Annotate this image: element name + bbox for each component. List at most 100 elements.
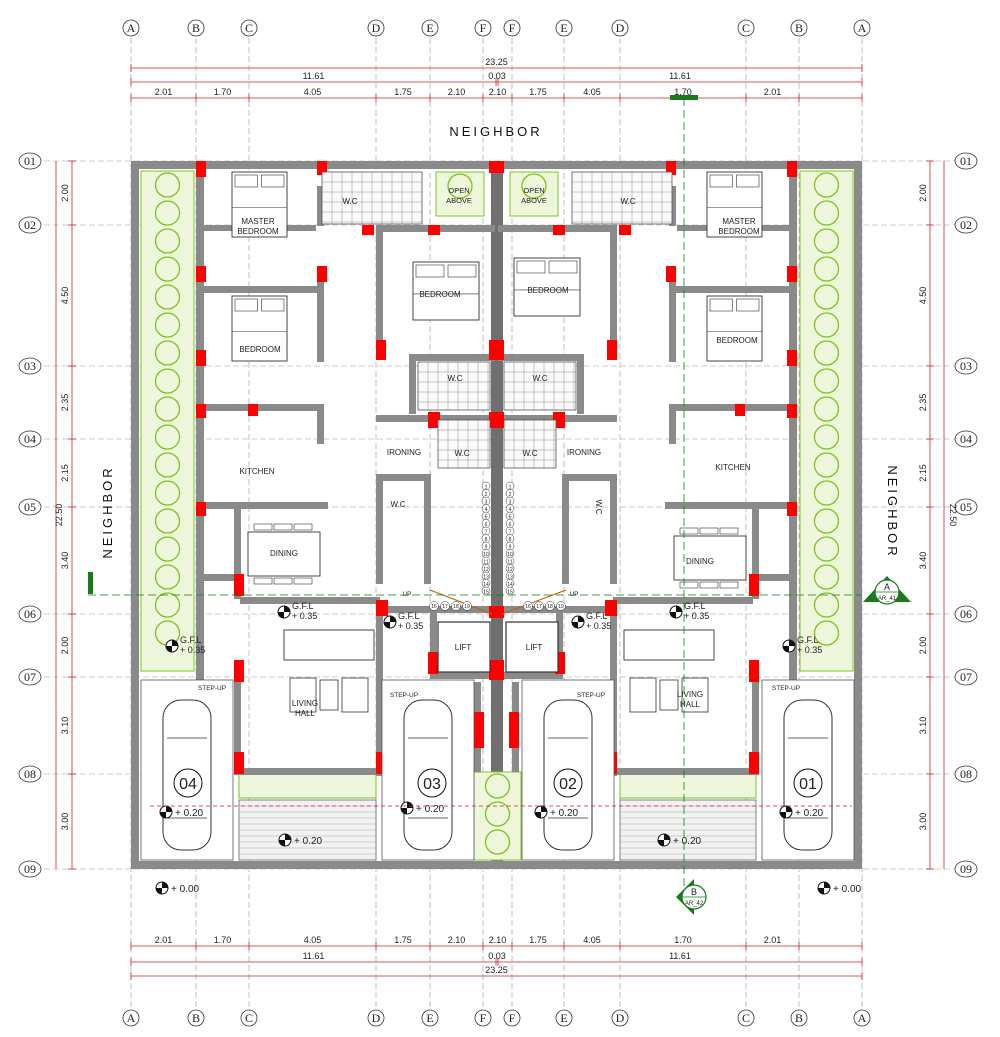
grid-bubble-top (853, 19, 871, 37)
lift-right (505, 621, 559, 673)
level-gfl-1-value: + 0.35 (292, 611, 317, 621)
level-gfl-6-value: + 0.35 (797, 645, 822, 655)
stair-right-step-number: 7 (509, 530, 512, 536)
structural-column (317, 266, 327, 282)
stair-bottom-number: 17 (442, 604, 448, 610)
unit-number: 03 (423, 776, 441, 793)
structural-column (196, 266, 206, 282)
level-gfl-5-fill (166, 646, 172, 652)
dimension-segments-bottom-label: 2.01 (764, 935, 782, 945)
unit-number: 04 (179, 776, 197, 793)
structural-column (749, 752, 759, 774)
stair-bottom-number: 17 (536, 604, 542, 610)
label-bedroom-center-left: BEDROOM (419, 290, 461, 299)
stair-bottom-step (534, 601, 544, 611)
grid-row-label-left: 02 (24, 218, 36, 232)
level-gfl-4-fill (670, 612, 676, 618)
dimension-vertical-left-label: 2.00 (60, 637, 70, 655)
shrub (154, 480, 181, 506)
level-gfl-5-fill (172, 640, 178, 646)
label-open-above-right-line2: ABOVE (521, 196, 547, 205)
grid-row-label-left: 08 (24, 767, 36, 781)
label-bedroom-right: BEDROOM (716, 336, 758, 345)
stair-right-step-number: 1 (509, 485, 512, 491)
interior-wall (234, 672, 241, 772)
shrub (813, 620, 840, 646)
stair-left-step-number: 7 (485, 530, 488, 536)
grid-bubble-left (18, 765, 42, 783)
dimension-segments-bottom-label: 4.05 (583, 935, 601, 945)
stair-bottom-step (462, 601, 472, 611)
label-step-up-4: STEP-UP (772, 685, 800, 692)
structural-column (787, 502, 797, 516)
grid-bubble-top (187, 19, 205, 37)
stair-left-step-number: 5 (485, 515, 488, 521)
shrub (813, 172, 840, 198)
structural-column (248, 404, 258, 416)
dimension-halves-bottom-label: 11.61 (303, 951, 325, 961)
section-b-end-mark (670, 95, 698, 100)
level-gfl-2-fill (390, 616, 396, 622)
shrub (154, 452, 181, 478)
structural-column (376, 752, 386, 774)
grid-bubble-top (474, 19, 492, 37)
interior-wall (665, 502, 789, 509)
pillow (415, 264, 445, 278)
unit-number: 02 (559, 776, 577, 793)
chair (719, 581, 739, 589)
level-gfl-6-fill (783, 646, 789, 652)
structural-column (607, 340, 617, 360)
stair-left-step-number: 11 (483, 560, 488, 566)
interior-wall (204, 404, 324, 411)
stair-bottom-step (451, 601, 461, 611)
stair-left-step-number: 8 (485, 537, 488, 543)
shrub (154, 396, 181, 422)
stair-left-step-number: 13 (483, 575, 489, 581)
level-parking-2-fill (401, 808, 407, 814)
interior-wall (498, 354, 584, 361)
chair (293, 577, 313, 585)
dimension-vertical-right-label: 4.50 (918, 287, 928, 305)
grid-row-label-right: 03 (960, 359, 972, 373)
chair (293, 523, 313, 531)
label-ironing-right: IRONING (567, 448, 601, 457)
label-wc-small-left: W.C (454, 449, 469, 458)
shrub (154, 508, 181, 534)
structural-column (666, 161, 676, 175)
dimension-segments-top-label: 4.05 (583, 87, 601, 97)
pillow (736, 174, 760, 188)
section-marker-a-letter: A (884, 582, 890, 592)
interior-wall (424, 474, 431, 584)
grid-label-bottom: B (795, 1011, 803, 1025)
interior-wall (196, 161, 204, 681)
neighbor-label-top: NEIGHBOR (449, 124, 542, 139)
armchair (289, 677, 317, 713)
grid-bubble-bottom (790, 1009, 808, 1027)
grid-bubble-bottom (367, 1009, 385, 1027)
dimension-segments-bottom-label: 1.75 (529, 935, 547, 945)
stair-bottom-step (429, 601, 439, 611)
level-parking-3-fill (535, 812, 541, 818)
label-step-up-2: STEP-UP (390, 692, 418, 699)
structural-column (666, 266, 676, 282)
grid-bubble-left (18, 860, 42, 878)
grid-label-top: A (127, 21, 136, 35)
grid-label-top: B (192, 21, 200, 35)
stair-bottom-number: 19 (558, 604, 564, 610)
label-living-hall-left-line2: HALL (295, 709, 316, 718)
structural-column (474, 712, 484, 748)
structural-column (489, 606, 503, 618)
level-gfl-2-name: G.F.L (398, 611, 420, 621)
stair-right-step-number: 9 (509, 545, 512, 551)
label-ironing-left: IRONING (387, 448, 421, 457)
pillow (261, 174, 285, 188)
pillow (261, 298, 285, 312)
outer-wall-left (131, 161, 139, 869)
armchair (629, 677, 657, 713)
label-wc-small-right: W.C (522, 449, 537, 458)
structural-column (787, 404, 797, 418)
interior-wall (610, 225, 617, 360)
stair-bottom-number: 18 (547, 604, 553, 610)
grid-label-top: F (480, 21, 487, 35)
